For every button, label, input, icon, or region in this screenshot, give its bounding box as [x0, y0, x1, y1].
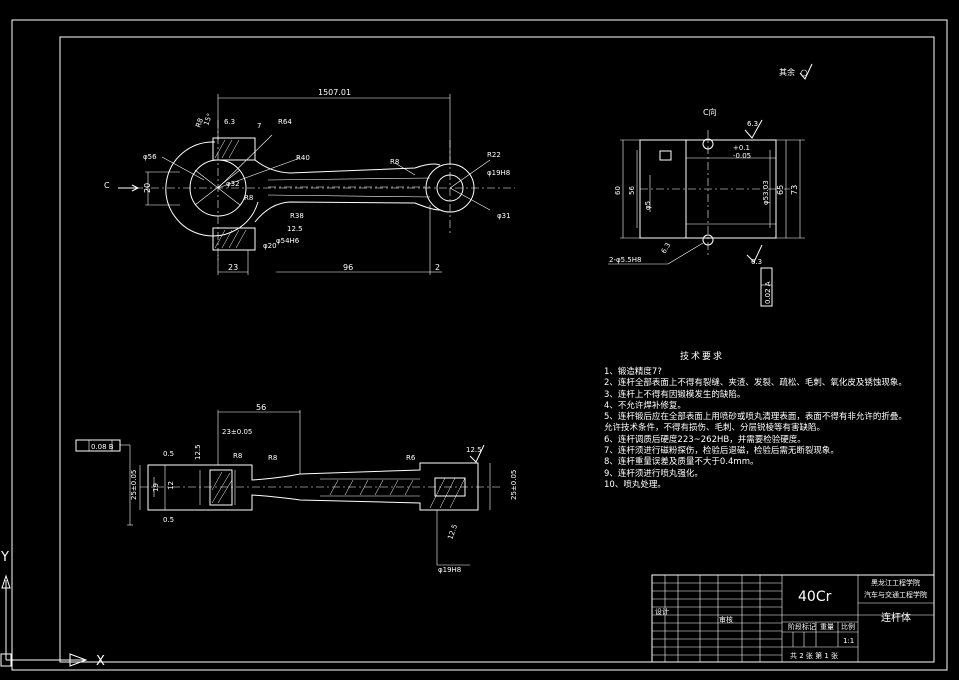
c-view-roughness-left: 6.3	[660, 241, 672, 255]
title-block-part-name: 连杆体	[881, 611, 911, 624]
dim-phi56: φ56	[143, 153, 157, 161]
title-block-sheet: 共 2 张 第 1 张	[790, 651, 838, 660]
section-view: 56 23±0.05 0.08 B 0.5 12.5 R8 R8 R6 12.5…	[75, 403, 518, 574]
title-block-scale: 比例	[841, 622, 855, 631]
roughness-label: 其余	[779, 67, 795, 77]
section-dim-phi19h8: φ19H8	[438, 566, 461, 574]
section-dim-r8-b: R8	[268, 454, 277, 462]
ucs-icon: Y X	[0, 550, 105, 669]
dim-23: 23	[228, 263, 238, 272]
dim-phi54h6: φ54H6	[276, 237, 300, 245]
dim-20: 20	[143, 183, 152, 193]
section-dim-12-5-a: 12.5	[194, 444, 202, 460]
section-dim-25: 25±0.05	[130, 470, 138, 500]
dim-15-deg: 15°	[202, 112, 214, 126]
dim-overall-length: 1507.01	[318, 88, 351, 97]
dim-7: 7	[257, 122, 261, 130]
note-item: 8、连杆重量误差及质量不大于0.4mm。	[604, 457, 759, 468]
dim-r38: R38	[290, 212, 304, 220]
ucs-x-label: X	[96, 654, 105, 669]
inner-border	[59, 36, 935, 663]
section-dim-r6: R6	[406, 454, 416, 462]
c-view-dim-60: 60	[614, 186, 622, 195]
note-item: 2、连杆全部表面上不得有裂缝、夹渣、发裂、疏松、毛刺、氧化皮及锈蚀现象。	[604, 378, 907, 389]
section-flatness: 0.08 B	[91, 443, 114, 451]
note-item: 10、喷丸处理。	[604, 479, 666, 490]
note-item: 1、锻造精度7?	[604, 367, 662, 377]
c-view-dim-56: 56	[628, 186, 636, 195]
dim-phi32: φ32	[226, 180, 240, 188]
section-dim-23: 23±0.05	[222, 428, 252, 436]
dim-r8-mid: R8	[244, 194, 253, 202]
section-dim-56: 56	[256, 403, 266, 412]
section-dim-0-5-top: 0.5	[163, 450, 174, 458]
c-view-dim-phi5: φ5	[644, 201, 652, 210]
dim-r64: R64	[278, 118, 292, 126]
c-view-dim-73: 73	[790, 185, 799, 195]
check-icon	[799, 63, 813, 80]
title-block-material: 40Cr	[798, 589, 832, 605]
title-block-weight: 重量	[820, 623, 834, 631]
c-view-tol-lower: -0.05	[733, 152, 751, 160]
section-dim-0-5-bottom: 0.5	[163, 516, 174, 524]
c-view-arrow-label: C	[104, 181, 110, 190]
section-dim-12-5-b: 12.5	[466, 446, 482, 454]
section-dim-12-5-c: 12.5	[446, 523, 459, 540]
note-item: 7、连杆须进行磁粉探伤，检验后退磁，检验后需无断裂现象。	[604, 446, 839, 457]
c-view-tol-upper: +0.1	[733, 144, 750, 152]
front-view: 1507.01 23 96 2 20 C R8 15° 6.3 7 R64 R4…	[104, 88, 515, 275]
c-view-roughness-bottom: 6.3	[751, 258, 762, 266]
dim-96: 96	[343, 263, 353, 272]
note-item: 3、连杆上不得有因锻模发生的缺陷。	[604, 389, 746, 400]
dim-phi20: φ20	[263, 242, 277, 250]
note-item: 允许技术条件，不得有损伤、毛刺、分层锐棱等有害缺陷。	[604, 423, 826, 434]
title-block-school-2: 汽车与交通工程学院	[864, 590, 927, 599]
notes-list: 1、锻造精度7?2、连杆全部表面上不得有裂缝、夹渣、发裂、疏松、毛刺、氧化皮及锈…	[604, 367, 907, 491]
section-dim-12: 12	[167, 481, 175, 490]
roughness-note: 其余	[779, 63, 813, 80]
c-view-holes: 2-φ5.5H8	[609, 256, 641, 264]
dim-r8-top: R8	[194, 117, 205, 129]
dim-r40: R40	[296, 154, 310, 162]
c-view: C向 6.3 +0.1 -0.05 60 56 φ5 φ53.03 65 73 …	[608, 107, 805, 307]
note-item: 5、连杆锻后应在全部表面上用喷砂或喷丸清理表面，表面不得有非允许的折叠。	[604, 412, 907, 423]
ucs-y-label: Y	[0, 550, 9, 565]
c-view-dim-phi53: φ53.03	[762, 180, 770, 205]
dim-12-5: 12.5	[287, 225, 303, 233]
dim-phi19h8: φ19H8	[487, 169, 510, 177]
c-view-title: C向	[703, 107, 717, 117]
title-block-design: 设计	[655, 607, 669, 616]
note-item: 6、连杆调质后硬度223~262HB，并需要检验硬度。	[604, 434, 806, 445]
title-block-scale-value: 1:1	[843, 637, 854, 645]
section-dim-19: 19	[152, 483, 160, 492]
outer-border	[11, 19, 948, 671]
c-view-tolerance-frame: 0.02 A	[764, 281, 772, 304]
title-block: 40Cr 黑龙江工程学院 汽车与交通工程学院 连杆体 设计 审核 阶段标记 重量…	[651, 574, 935, 663]
section-dim-r8-a: R8	[233, 452, 242, 460]
c-view-dim-65: 65	[776, 185, 785, 195]
title-block-stage: 阶段标记	[788, 622, 816, 631]
dim-6-3: 6.3	[224, 118, 235, 126]
c-view-roughness-top: 6.3	[747, 120, 758, 128]
title-block-school-1: 黑龙江工程学院	[871, 578, 920, 587]
dim-2: 2	[435, 263, 440, 272]
note-item: 4、不允许焊补修复。	[604, 400, 686, 411]
section-dim-25-right: 25±0.05	[510, 470, 518, 500]
title-block-check: 审核	[719, 615, 733, 624]
dim-r8-right: R8	[390, 158, 399, 166]
notes-title: 技术要求	[680, 352, 725, 362]
dim-phi31: φ31	[497, 212, 511, 220]
note-item: 9、连杆须进行喷丸强化。	[604, 468, 703, 479]
dim-r22: R22	[487, 151, 501, 159]
